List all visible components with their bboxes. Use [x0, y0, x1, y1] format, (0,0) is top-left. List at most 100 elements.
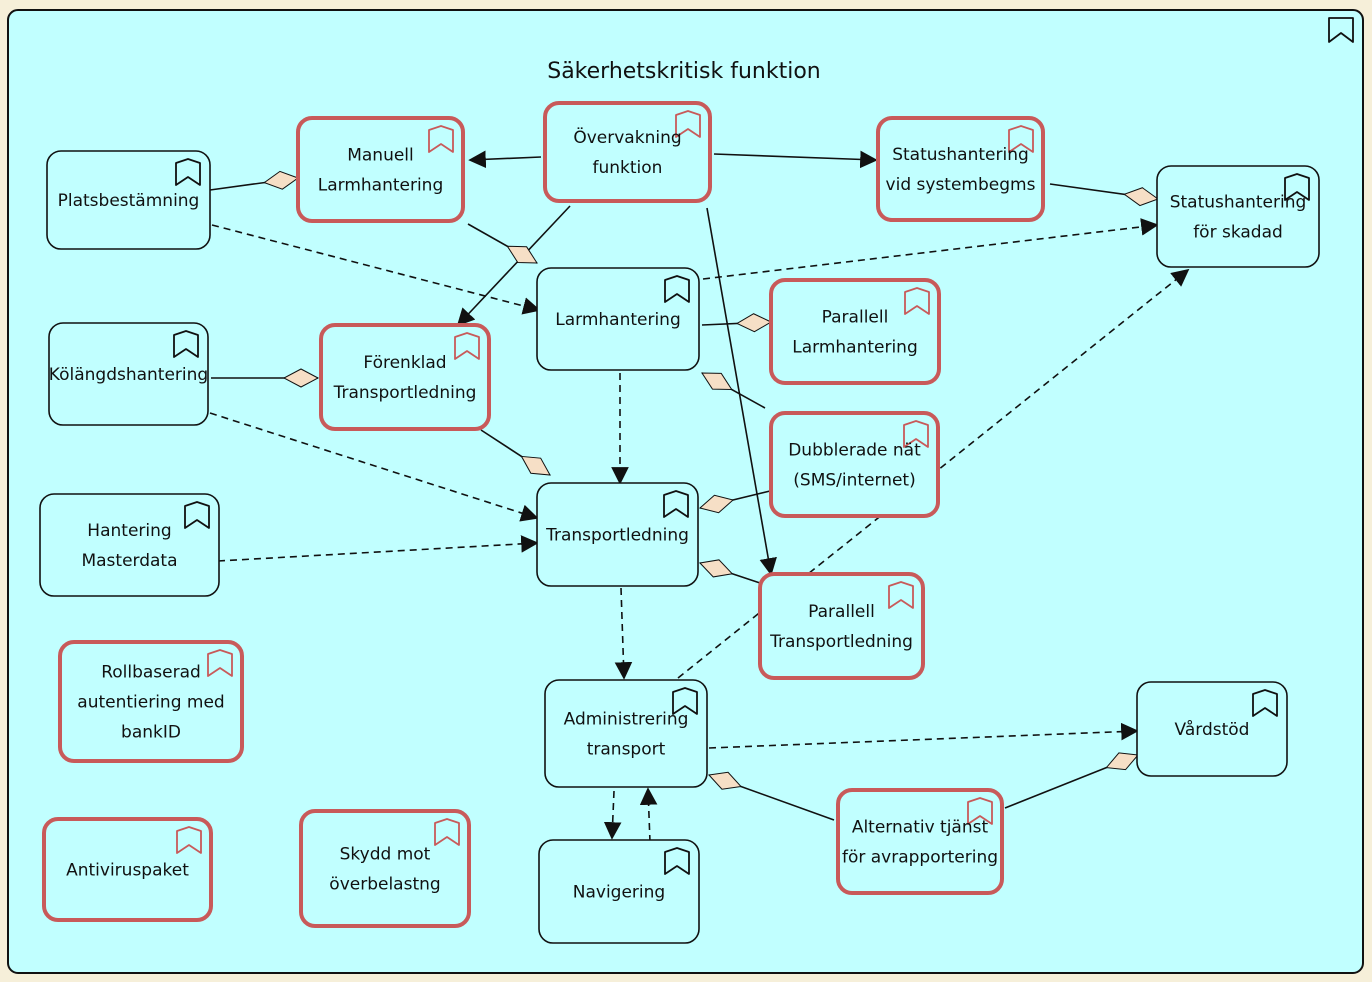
function-bookmark-icon: [888, 581, 914, 609]
flow-line: [639, 787, 658, 843]
node-kolangd[interactable]: Kölängdshantering: [48, 322, 209, 426]
connections-layer: [209, 150, 1190, 843]
node-statushantering-sys[interactable]: Statushantering vid systembegms: [876, 116, 1045, 222]
flow-line: [702, 218, 1159, 280]
connection-overvakning-manuell: [468, 150, 542, 169]
function-bookmark-icon: [663, 490, 689, 518]
trigger-line: [706, 207, 777, 576]
function-bookmark-icon: [454, 332, 480, 360]
node-label: Transportledning: [769, 632, 913, 652]
aggregation-diamond: [1105, 752, 1139, 771]
node-larmhantering[interactable]: Larmhantering: [536, 267, 700, 371]
connection-alternativ-administrering: [707, 771, 835, 821]
function-bookmark-icon: [428, 125, 454, 153]
diagram-title: Säkerhetskritisk funktion: [547, 59, 821, 84]
connection-masterdata-transportledning: [217, 535, 539, 562]
connection-dubblerade-transportledning: [698, 490, 771, 514]
connection-platsbestamning-manuell: [209, 170, 300, 191]
node-dubblerade[interactable]: Dubblerade nät (SMS/internet): [769, 411, 940, 518]
node-antivirus[interactable]: Antiviruspaket: [42, 817, 213, 922]
node-transportledning[interactable]: Transportledning: [536, 482, 699, 587]
connection-manuell-larmhantering: [467, 223, 538, 264]
function-bookmark-icon: [173, 330, 199, 358]
node-label: Transportledning: [333, 383, 477, 403]
node-label: Platsbestämning: [58, 191, 200, 211]
node-label: Larmhantering: [555, 310, 681, 330]
connection-administrering-navigering: [603, 790, 622, 840]
node-label: Skydd mot: [340, 845, 431, 865]
node-label: vid systembegms: [886, 175, 1036, 195]
aggregation-diamond: [698, 559, 734, 578]
function-bookmark-icon: [675, 110, 701, 138]
critical-function-box: [758, 572, 925, 680]
function-box: [1156, 165, 1320, 268]
function-bookmark-icon: [1252, 689, 1278, 717]
node-vardstod[interactable]: Vårdstöd: [1136, 681, 1288, 777]
connection-kolangd-forenklad: [211, 368, 320, 388]
function-bookmark-icon: [664, 275, 690, 303]
node-label: Larmhantering: [792, 338, 918, 358]
nodes-layer: ÖvervakningfunktionManuellLarmhanteringS…: [39, 101, 1320, 944]
node-label: autentiering med: [77, 693, 224, 713]
function-bookmark-icon: [904, 287, 930, 315]
function-bookmark-icon: [175, 158, 201, 186]
aggregation-diamond: [707, 771, 742, 790]
function-box: [538, 839, 700, 944]
trigger-line: [468, 150, 542, 169]
node-label: (SMS/internet): [793, 471, 915, 491]
node-label: Manuell: [347, 146, 414, 166]
node-alternativ[interactable]: Alternativ tjänst för avrapportering: [836, 788, 1004, 895]
function-box: [544, 679, 708, 788]
node-label: Kölängdshantering: [49, 365, 208, 385]
flow-line: [209, 412, 539, 522]
connection-platsbestamning-larmhantering: [211, 224, 541, 315]
node-label: Masterdata: [81, 551, 177, 571]
node-label: transport: [587, 740, 666, 760]
aggregation-diamond: [506, 245, 538, 264]
connection-dubblerade-larmhantering: [701, 372, 766, 409]
aggregation-diamond: [701, 372, 733, 391]
function-bookmark-icon: [672, 687, 698, 715]
connection-parallell-larm-larmhantering: [701, 313, 773, 333]
function-bookmark-icon: [1284, 173, 1310, 201]
flow-line: [211, 224, 541, 315]
critical-function-box: [769, 278, 941, 385]
function-bookmark-icon: [184, 501, 210, 529]
function-box: [48, 322, 209, 426]
connection-alternativ-vardstod: [1004, 752, 1139, 809]
node-label: Dubblerade nät: [788, 441, 921, 461]
trigger-line: [713, 150, 878, 169]
connection-transportledning-administrering: [614, 587, 633, 680]
node-platsbestamning[interactable]: Platsbestämning: [46, 150, 211, 250]
node-navigering[interactable]: Navigering: [538, 839, 700, 944]
node-label: Statushantering: [892, 145, 1029, 165]
function-bookmark-icon: [1008, 125, 1034, 153]
function-bookmark-icon: [664, 847, 690, 875]
flow-line: [603, 790, 622, 840]
node-skydd[interactable]: Skydd mot överbelastng: [299, 809, 471, 928]
function-box: [536, 482, 699, 587]
node-label: Hantering: [87, 521, 171, 541]
critical-function-box: [299, 809, 471, 928]
node-label: Alternativ tjänst: [852, 818, 989, 838]
function-bookmark-icon: [967, 797, 993, 825]
function-box: [536, 267, 700, 371]
critical-function-box: [769, 411, 940, 518]
aggregation-diamond: [698, 494, 735, 514]
node-label: Transportledning: [545, 526, 689, 546]
connection-overvakning-forenklad: [456, 205, 571, 327]
node-label: för avrapportering: [842, 848, 998, 868]
connection-kolangd-transportledning: [209, 412, 539, 522]
critical-function-box: [876, 116, 1045, 222]
function-bookmark-icon: [207, 649, 233, 677]
node-label: överbelastng: [329, 875, 440, 895]
